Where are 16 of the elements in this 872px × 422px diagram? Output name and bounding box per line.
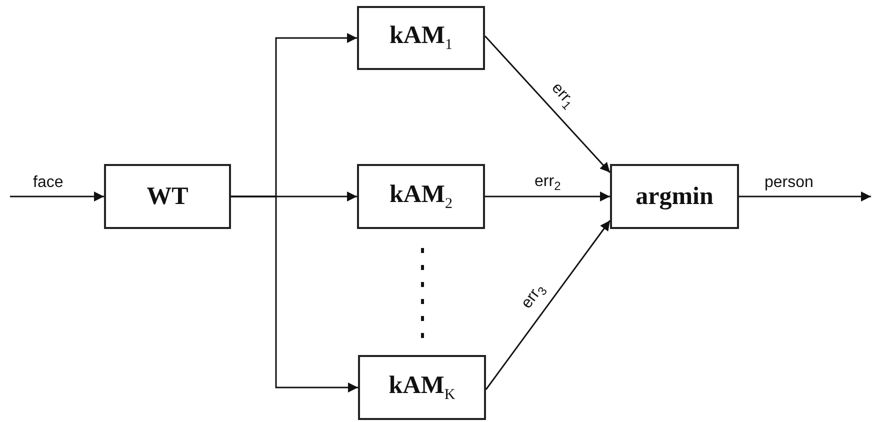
arrow — [739, 192, 871, 202]
box-label: WT — [146, 182, 188, 210]
process-box — [358, 355, 486, 420]
process-box — [357, 6, 485, 70]
arrow — [484, 36, 611, 173]
box-label: kAM$_{1}$ — [389, 22, 453, 54]
arrow — [485, 220, 611, 390]
box-label: argmin — [636, 182, 714, 210]
process-box — [610, 164, 739, 229]
arrow — [485, 192, 610, 202]
process-box — [357, 164, 485, 229]
process-box — [104, 164, 231, 229]
box-label: kAM$_{2}$ — [389, 180, 453, 212]
arrow — [10, 192, 104, 202]
arrow — [231, 196, 358, 392]
box-label: kAM$_{K}$ — [388, 372, 456, 404]
